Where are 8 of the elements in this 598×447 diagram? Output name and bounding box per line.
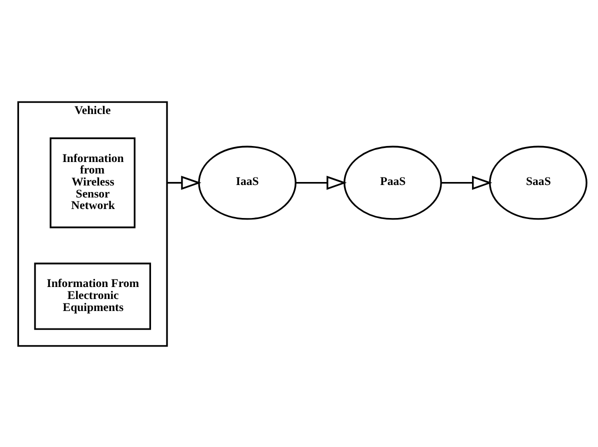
arrow [167, 175, 202, 190]
node-ellipse: SaaS [489, 145, 588, 220]
arrow [441, 175, 492, 190]
arrow [296, 175, 347, 190]
node-ellipse: IaaS [198, 145, 296, 220]
node-ellipse: PaaS [344, 145, 442, 220]
node-box: Information from Wireless Sensor Network [50, 136, 136, 228]
node-box: Information From Electronic Equipments [34, 262, 152, 330]
